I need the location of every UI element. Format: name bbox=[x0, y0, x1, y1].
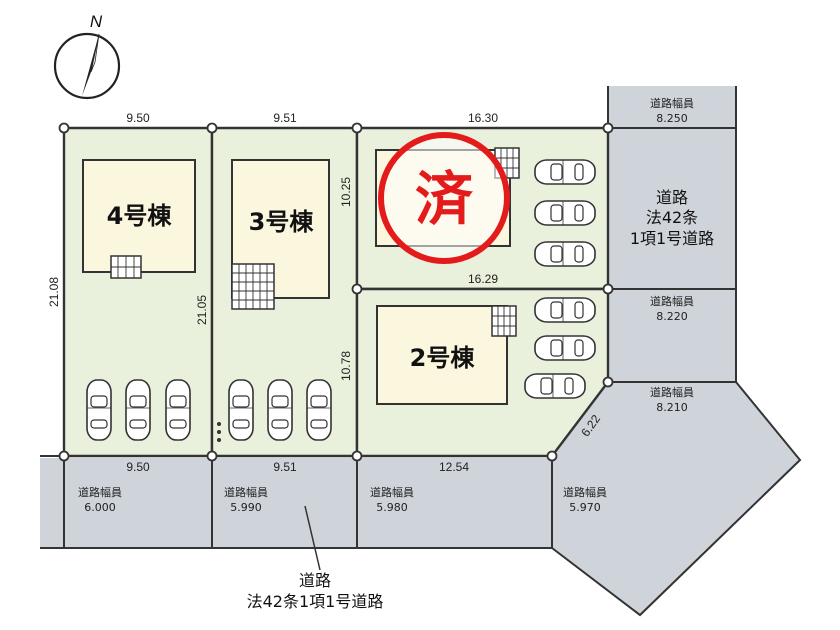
car-icon bbox=[534, 200, 596, 226]
road-east-low-label: 道路幅員 bbox=[650, 385, 694, 399]
road-south-c-label: 道路幅員 bbox=[370, 485, 414, 499]
dim-top-lot1: 16.30 bbox=[468, 111, 498, 125]
road-south-a-label: 道路幅員 bbox=[78, 485, 122, 499]
car-icon bbox=[534, 335, 596, 361]
road-south-name-1: 道路 bbox=[299, 571, 331, 590]
stamp-text: 済 bbox=[415, 165, 474, 233]
utility-dot-icon bbox=[217, 438, 221, 442]
road-south-name-2: 法42条1項1号道路 bbox=[247, 592, 384, 611]
road-south-c-value: 5.980 bbox=[376, 501, 408, 514]
dim-left-lot4: 21.08 bbox=[47, 277, 61, 307]
sold-stamp: 済 bbox=[378, 132, 510, 264]
roads bbox=[40, 86, 802, 617]
utility-dot-icon bbox=[217, 430, 221, 434]
road-east-mid-label: 道路幅員 bbox=[650, 294, 694, 308]
compass: N bbox=[53, 12, 121, 100]
stamp-circle bbox=[378, 132, 510, 264]
survey-point bbox=[206, 122, 218, 134]
car-icon bbox=[267, 379, 293, 441]
road-east-mid-value: 8.220 bbox=[656, 310, 688, 323]
road-north-width-label: 道路幅員 bbox=[650, 96, 694, 110]
road-south-leader bbox=[304, 505, 321, 571]
building-2 bbox=[376, 305, 508, 405]
dimensions: 9.50 9.51 16.30 16.29 9.50 9.51 12.54 21… bbox=[47, 111, 603, 474]
car-icon bbox=[165, 379, 191, 441]
survey-point bbox=[351, 122, 363, 134]
compass-circle bbox=[53, 32, 121, 100]
building-4 bbox=[82, 159, 196, 273]
road-east-name-3: 1項1号道路 bbox=[630, 229, 714, 248]
road-north-width-value: 8.250 bbox=[656, 112, 688, 125]
road-east-low-value: 8.210 bbox=[656, 401, 688, 414]
road-corner bbox=[552, 382, 800, 615]
car-icon bbox=[534, 159, 596, 185]
dim-top-lot4: 9.50 bbox=[126, 111, 150, 125]
dim-bottom-lot4: 9.50 bbox=[126, 460, 150, 474]
survey-point bbox=[58, 450, 70, 462]
survey-point bbox=[602, 122, 614, 134]
survey-points bbox=[58, 122, 614, 462]
dim-top-lot3: 9.51 bbox=[273, 111, 297, 125]
dim-left-lot3: 21.05 bbox=[195, 295, 209, 325]
compass-north-label: N bbox=[90, 12, 103, 31]
compass-needle-tail-icon bbox=[90, 33, 100, 73]
car-icon bbox=[534, 297, 596, 323]
road-south bbox=[40, 458, 552, 548]
survey-point bbox=[351, 283, 363, 295]
road-east-name-1: 道路 bbox=[656, 188, 688, 207]
building-2-label: 2号棟 bbox=[410, 344, 476, 372]
road-labels: 道路幅員 8.250 道路 法42条 1項1号道路 道路幅員 8.220 道路幅… bbox=[78, 96, 714, 611]
survey-point bbox=[602, 283, 614, 295]
utility-mark bbox=[217, 422, 221, 442]
car-icon bbox=[228, 379, 254, 441]
road-south-b-value: 5.990 bbox=[230, 501, 262, 514]
survey-point bbox=[351, 450, 363, 462]
dim-lot1-left: 10.25 bbox=[339, 177, 353, 207]
utility-dot-icon bbox=[217, 422, 221, 426]
car-icon bbox=[306, 379, 332, 441]
survey-point bbox=[602, 376, 614, 388]
car-icon bbox=[524, 373, 586, 399]
dim-lot1-bottom: 16.29 bbox=[468, 272, 498, 286]
road-south-d-label: 道路幅員 bbox=[563, 485, 607, 499]
dim-bottom-lot2: 12.54 bbox=[439, 460, 469, 474]
road-east-name-2: 法42条 bbox=[646, 208, 698, 227]
building-3-label: 3号棟 bbox=[249, 208, 315, 236]
building-4-label: 4号棟 bbox=[107, 202, 173, 230]
survey-point bbox=[58, 122, 70, 134]
road-east bbox=[608, 86, 736, 382]
dim-lot2-left: 10.78 bbox=[339, 351, 353, 381]
road-edge-corner bbox=[551, 381, 802, 617]
survey-point bbox=[206, 450, 218, 462]
car-icon bbox=[534, 241, 596, 267]
road-south-b-label: 道路幅員 bbox=[224, 485, 268, 499]
compass-needle-icon bbox=[82, 34, 99, 96]
road-south-d-value: 5.970 bbox=[569, 501, 601, 514]
dim-bottom-lot3: 9.51 bbox=[273, 460, 297, 474]
car-icon bbox=[86, 379, 112, 441]
car-icon bbox=[125, 379, 151, 441]
survey-point bbox=[546, 450, 558, 462]
road-south-a-value: 6.000 bbox=[84, 501, 116, 514]
